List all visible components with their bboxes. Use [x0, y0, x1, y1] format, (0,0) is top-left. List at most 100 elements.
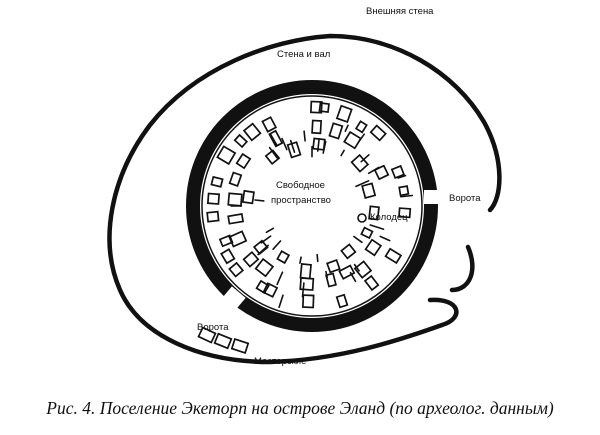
house-plot [343, 130, 362, 150]
house-plot [398, 207, 412, 219]
house-plot [363, 274, 380, 292]
open-space-label-line1: Свободное [276, 180, 325, 191]
workshops-buildings [197, 326, 250, 354]
settlement-plan-diagram: Внешняя стена Стена и вал Свободное прос… [107, 6, 502, 367]
house-plot [242, 250, 260, 268]
well-label: Колодец [370, 212, 408, 223]
house-plot [311, 119, 323, 135]
house-plot [325, 272, 337, 288]
house-plot [254, 257, 275, 278]
house-plot [340, 243, 357, 260]
house-wall-line [265, 227, 275, 234]
house-wall-line [289, 139, 296, 153]
house-wall-line [369, 224, 385, 230]
outer-wall [107, 33, 502, 365]
house-plot [241, 189, 255, 205]
house-plot [390, 164, 406, 180]
workshop-building [213, 332, 233, 350]
house-plot [328, 122, 344, 140]
house-plot [242, 122, 262, 142]
house-wall-line [268, 146, 278, 159]
house-plot [206, 210, 220, 223]
workshop-building [197, 326, 217, 344]
house-wall-line [322, 140, 327, 154]
wall-and-rampart-label: Стена и вал [277, 49, 330, 60]
house-wall-line [353, 263, 360, 272]
east-gate-label: Ворота [449, 193, 481, 204]
house-plot [318, 102, 330, 114]
house-plot [364, 238, 383, 257]
house-plot [218, 234, 234, 248]
house-wall-line [355, 180, 370, 188]
house-wall-line [397, 174, 407, 179]
house-plot [228, 230, 248, 248]
house-plot [361, 182, 377, 199]
house-plot [261, 116, 278, 133]
house-plot [228, 171, 243, 188]
southwest-gate-label: Ворота [197, 322, 229, 333]
house-plot [262, 282, 279, 298]
house-plot [216, 145, 237, 166]
house-plot [360, 226, 374, 240]
house-wall-line [303, 130, 306, 142]
house-plot [299, 277, 315, 291]
house-wall-line [316, 138, 320, 152]
house-wall-line [316, 253, 319, 263]
house-wall-line [325, 270, 329, 279]
house-wall-line [269, 133, 278, 147]
house-wall-line [260, 235, 272, 244]
well-marker [357, 213, 367, 223]
house-plot [210, 175, 224, 188]
house-wall-line [349, 271, 357, 283]
house-wall-line [281, 137, 288, 151]
figure-caption: Рис. 4. Поселение Экеторп на острове Эла… [46, 398, 554, 418]
house-wall-line [276, 271, 284, 286]
house-plot [369, 124, 387, 142]
house-plot [384, 247, 403, 265]
house-wall-line [299, 256, 302, 264]
inner-wall-inner-edge [201, 95, 423, 317]
house-plot [228, 261, 245, 278]
inner-wall-rampart [186, 80, 438, 332]
house-plot [309, 100, 323, 114]
house-wall-line [301, 282, 305, 298]
house-plot [338, 264, 356, 280]
house-plot [326, 259, 341, 274]
house-plot [255, 279, 270, 295]
house-plot [353, 260, 373, 279]
outer-wall-segment-south [449, 244, 475, 293]
house-wall-line [257, 244, 270, 256]
house-walls [230, 124, 414, 309]
house-wall-line [272, 240, 282, 250]
house-wall-line [367, 166, 380, 175]
house-wall-line [254, 199, 265, 202]
house-wall-line [344, 124, 349, 132]
house-plot [264, 149, 281, 166]
house-plot [335, 104, 353, 124]
house-wall-line [340, 149, 345, 157]
house-wall-line [360, 154, 370, 163]
house-plot [227, 213, 245, 225]
open-space-label-line2: пространство [271, 195, 331, 206]
east-gate-gap [424, 190, 446, 204]
house-plot [368, 205, 380, 221]
house-plot [276, 250, 291, 265]
house-wall-line [379, 235, 391, 242]
house-plot [299, 263, 312, 280]
workshops-label: Мастерские [254, 356, 306, 367]
house-plot [398, 185, 410, 197]
workshop-building [230, 338, 250, 354]
southwest-gate-gap [220, 286, 246, 312]
outer-wall-label: Внешняя стена [366, 6, 434, 17]
house-plot [335, 293, 349, 309]
house-plot [233, 133, 249, 149]
house-wall-line [358, 133, 366, 142]
house-plot [354, 120, 368, 134]
house-plot [235, 152, 252, 170]
house-plot [268, 129, 284, 148]
house-wall-line [353, 235, 363, 244]
house-wall-line [278, 294, 284, 309]
house-plot [206, 192, 221, 205]
house-plot [220, 248, 236, 265]
house-wall-line [399, 194, 414, 198]
